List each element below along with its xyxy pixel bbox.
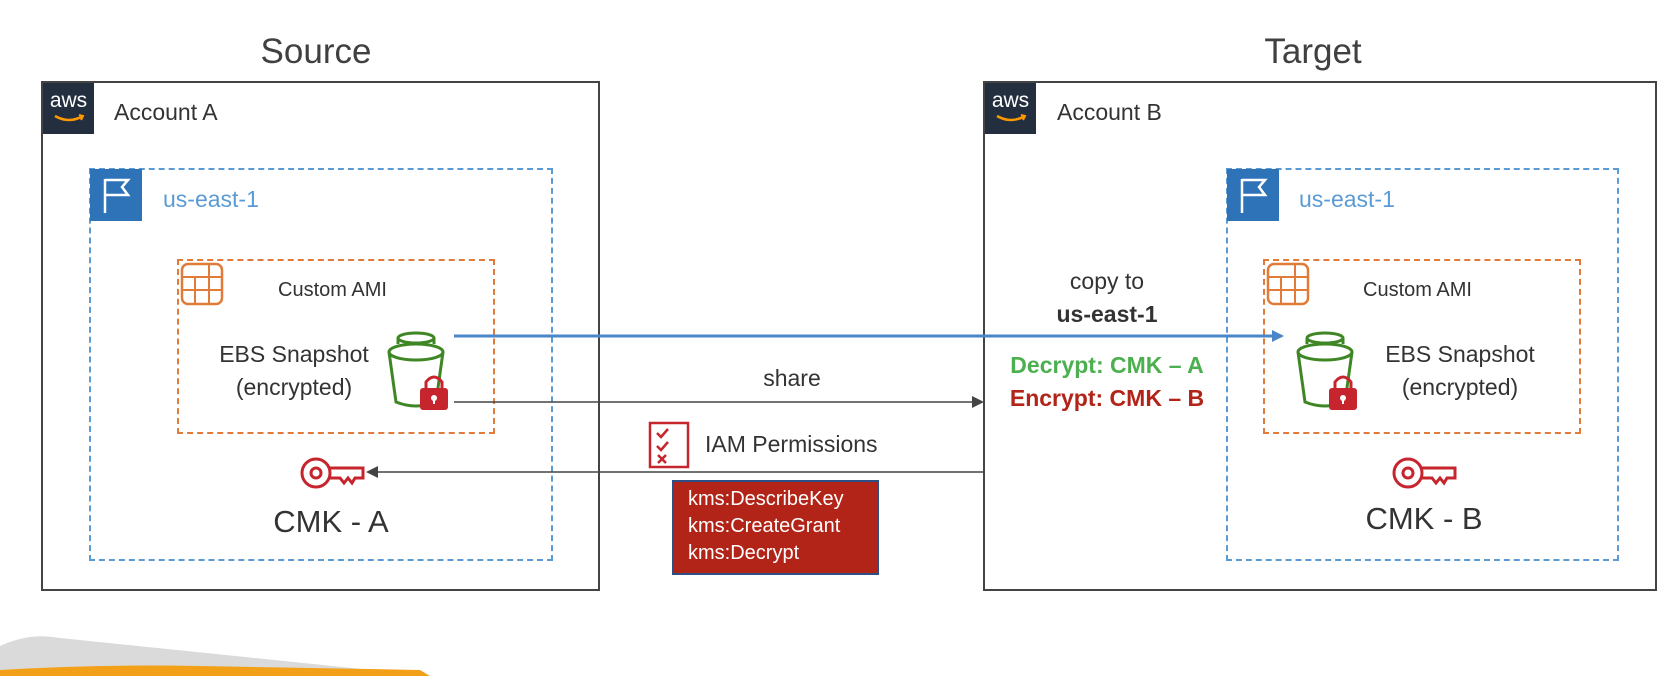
- snapshot-target-line2: (encrypted): [1401, 374, 1519, 400]
- region-source: us-east-1 Custom AMI EBS Snapshot (encry…: [89, 168, 553, 561]
- encrypt-label: Encrypt: CMK – B: [1009, 385, 1205, 411]
- decrypt-label: Decrypt: CMK – A: [1010, 352, 1204, 378]
- custom-ami-target: Custom AMI EBS Snapshot (encrypted): [1263, 259, 1581, 434]
- flag-icon: [1227, 169, 1279, 221]
- region-source-label: us-east-1: [163, 186, 259, 212]
- iam-permissions-label: IAM Permissions: [705, 431, 878, 457]
- ebs-snapshot-icon: [1296, 331, 1357, 410]
- key-ops-label: Decrypt: CMK – A Encrypt: CMK – B: [982, 349, 1232, 415]
- region-target-label: us-east-1: [1299, 186, 1395, 212]
- ami-icon: [1266, 262, 1310, 306]
- checklist-icon: [648, 421, 690, 469]
- key-icon: [300, 457, 365, 489]
- kms-permissions-box: kms:DescribeKey kms:CreateGrant kms:Decr…: [672, 480, 879, 575]
- source-title: Source: [260, 32, 372, 71]
- flag-icon: [90, 169, 142, 221]
- footer-swoosh: [0, 636, 430, 676]
- account-b-container: aws Account B us-east-1 Custom AMI: [983, 81, 1657, 591]
- key-icon: [1392, 457, 1457, 489]
- snapshot-source-line1: EBS Snapshot: [219, 341, 369, 367]
- custom-ami-source-label: Custom AMI: [278, 279, 387, 301]
- copy-to-line1: copy to: [1069, 268, 1145, 294]
- copy-to-line2: us-east-1: [1056, 301, 1158, 327]
- copy-to-label: copy to us-east-1: [1007, 265, 1207, 331]
- ebs-snapshot-source-label: EBS Snapshot (encrypted): [209, 338, 379, 404]
- custom-ami-source: Custom AMI EBS Snapshot (encrypted): [177, 259, 495, 434]
- snapshot-source-line2: (encrypted): [235, 374, 353, 400]
- custom-ami-target-label: Custom AMI: [1363, 279, 1472, 301]
- kms-permission: kms:DescribeKey: [688, 488, 844, 510]
- aws-logo-icon: aws: [43, 83, 94, 134]
- target-title: Target: [1264, 32, 1362, 71]
- cmk-b-label: CMK - B: [1365, 501, 1483, 536]
- account-a-label: Account A: [114, 99, 218, 125]
- ebs-snapshot-target-label: EBS Snapshot (encrypted): [1365, 338, 1555, 404]
- kms-permission: kms:CreateGrant: [688, 515, 841, 537]
- account-b-label: Account B: [1057, 99, 1162, 125]
- ebs-snapshot-icon: [387, 331, 448, 410]
- cmk-a-label: CMK - A: [273, 504, 389, 539]
- aws-logo-text: aws: [49, 89, 88, 112]
- region-target: us-east-1 Custom AMI EBS Sna: [1226, 168, 1619, 561]
- aws-logo-icon: aws: [985, 83, 1036, 134]
- account-a-container: aws Account A us-east-1 Custom AMI: [41, 81, 600, 591]
- aws-logo-text: aws: [991, 89, 1030, 112]
- kms-permission: kms:Decrypt: [688, 542, 800, 564]
- snapshot-target-line1: EBS Snapshot: [1385, 341, 1535, 367]
- share-label: share: [763, 365, 821, 391]
- ami-icon: [180, 262, 224, 306]
